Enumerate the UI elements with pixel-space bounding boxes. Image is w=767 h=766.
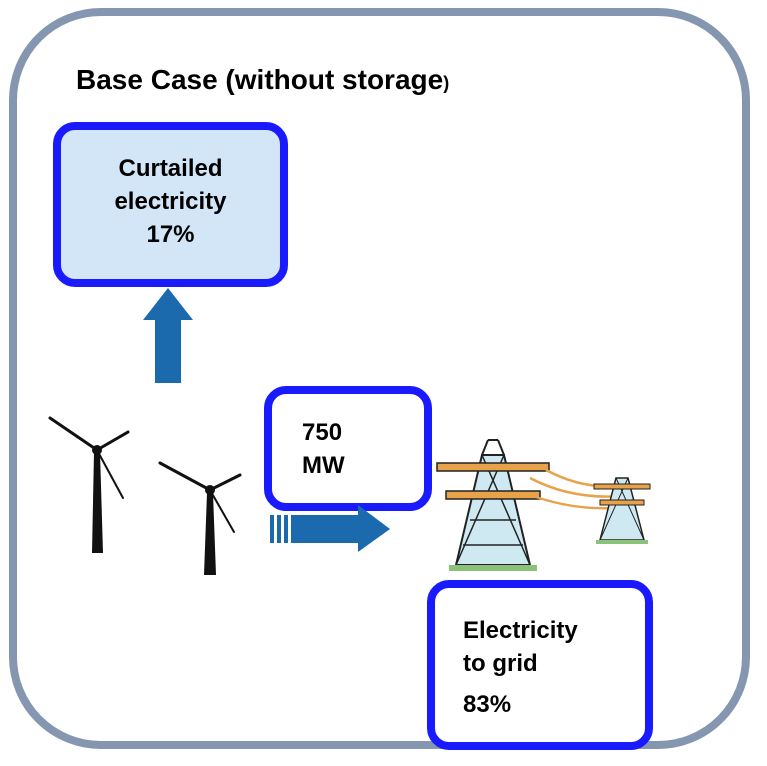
- capacity-box: 750 MW: [264, 386, 432, 511]
- wind-turbine-icon: [48, 416, 130, 553]
- electricity-to-grid-box: Electricity to grid 83%: [427, 580, 653, 750]
- capacity-line2: MW: [302, 452, 345, 479]
- transmission-tower-icon: [436, 439, 550, 571]
- curtailed-line1: Curtailed: [118, 155, 223, 182]
- curtailed-value: 17%: [146, 221, 195, 248]
- title-main: Base Case (without storage: [76, 64, 444, 95]
- curtailed-line2: electricity: [114, 188, 227, 215]
- wind-turbine-icon: [158, 461, 242, 575]
- title-paren: ): [443, 73, 450, 93]
- diagram-title: Base Case (without storage): [76, 64, 449, 96]
- grid-line1: Electricity: [463, 617, 578, 644]
- diagram-frame: [9, 8, 750, 749]
- grid-value: 83%: [463, 691, 512, 718]
- arrow-right-icon: [270, 505, 390, 552]
- arrow-up-icon: [143, 288, 193, 383]
- capacity-line1: 750: [302, 419, 343, 446]
- transmission-tower-icon: [593, 477, 651, 544]
- grid-line2: to grid: [463, 650, 538, 677]
- curtailed-electricity-box: Curtailed electricity 17%: [53, 122, 288, 287]
